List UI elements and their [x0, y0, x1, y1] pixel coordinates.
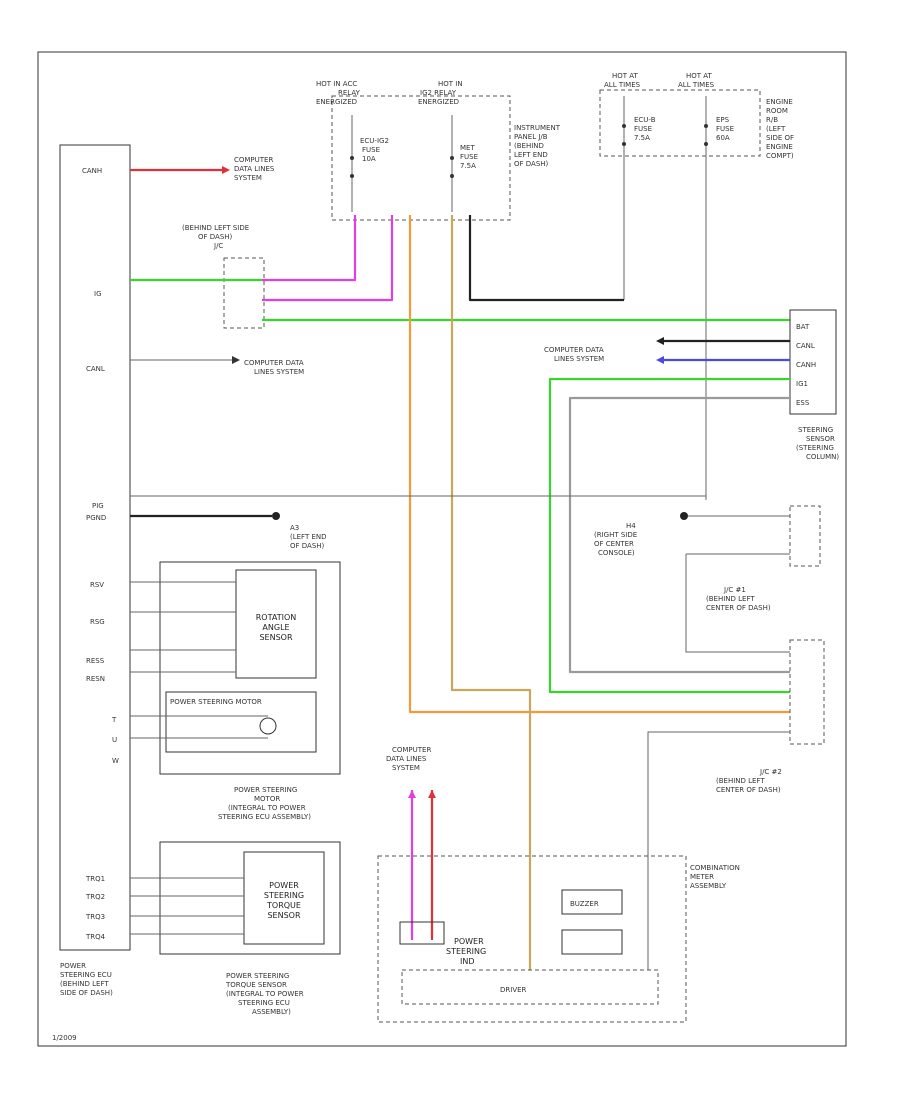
- ss-pin-ig1: IG1: [796, 380, 808, 388]
- jc2-box: [789, 639, 825, 745]
- pin-trq3: TRQ3: [85, 913, 105, 921]
- wire-black-ecub: [468, 215, 624, 302]
- pin-trq1: TRQ1: [85, 875, 105, 883]
- pin-ress: RESS: [86, 657, 105, 665]
- jc1-box: [789, 505, 821, 567]
- wire-steer-green: [548, 377, 790, 694]
- pin-w: W: [112, 757, 119, 765]
- driver-label: DRIVER: [500, 986, 527, 994]
- wire-steer-gray: [568, 396, 790, 674]
- ss-pin-canh: CANH: [796, 361, 816, 369]
- jc-left-box: [223, 257, 265, 329]
- wire-pink: [262, 215, 394, 302]
- wire-ig-green: [130, 278, 790, 322]
- pin-rsv: RSV: [90, 581, 104, 589]
- pin-trq4: TRQ4: [85, 933, 106, 941]
- ss-pin-canl: CANL: [796, 342, 815, 350]
- pin-canl: CANL: [86, 365, 105, 373]
- power-steering-ecu: CANH IG CANL PIG PGND RSV RSG RESS RESN …: [59, 144, 131, 997]
- ss-pin-ess: ESS: [796, 399, 810, 407]
- pin-u: U: [112, 736, 117, 744]
- footer-stamp: 1/2009: [52, 1034, 77, 1042]
- pin-pgnd: PGND: [86, 514, 106, 522]
- buzzer-label: BUZZER: [570, 900, 599, 908]
- pin-ig: IG: [94, 290, 102, 298]
- pin-trq2: TRQ2: [85, 893, 105, 901]
- ss-pin-bat: BAT: [796, 323, 810, 331]
- wire-orange: [408, 215, 790, 714]
- pin-rsg: RSG: [90, 618, 105, 626]
- motor-label: POWER STEERING MOTOR: [170, 698, 262, 706]
- pin-t: T: [111, 716, 117, 724]
- wire-tan: [450, 215, 532, 970]
- diagram-frame: [37, 51, 847, 1047]
- pin-resn: RESN: [86, 675, 105, 683]
- pin-canh: CANH: [82, 167, 102, 175]
- pin-pig: PIG: [92, 502, 104, 510]
